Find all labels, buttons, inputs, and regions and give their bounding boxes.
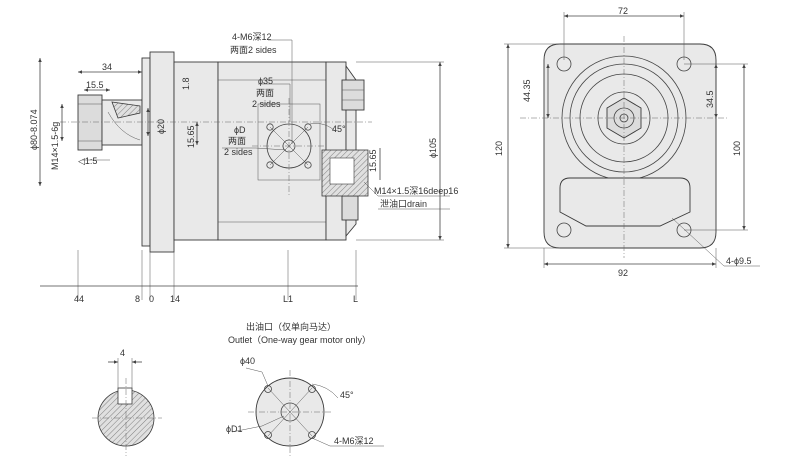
bottom-dim-14: 14 [170,294,180,304]
holes-label: 4-ϕ9.5 [726,256,752,266]
outlet-view: 出油口（仅单向马达） Outlet（One-way gear motor onl… [226,321,384,456]
outlet-bolt-hole [308,431,316,439]
key-section-view: 4 [92,348,162,456]
outlet-dia-40: ϕ40 [240,356,255,366]
dim-1-8: 1.8 [181,77,191,90]
dim-44-35: 44.35 [522,79,532,102]
mount-hole [556,222,572,238]
outlet-title-en: Outlet（One-way gear motor only） [228,335,371,345]
key-width-dim: 4 [120,348,125,358]
dim-15-65-a: 15.65 [186,125,196,148]
both-sides-en-2: 2 sides [224,147,253,157]
thread-spec: M14×1.5-6g [50,122,60,170]
dia-35: ϕ35 [258,76,273,86]
bolt-hole [266,161,274,169]
bottom-dim-8: 8 [135,294,140,304]
side-view: 4-M6深12 两面2 sides 34 15.5 1.8 ϕ80-8.074 … [29,32,458,304]
both-sides-label: 两面2 sides [230,45,277,55]
shaft-key-section [111,101,141,119]
both-sides-cn-1: 两面 [256,88,274,98]
outlet-angle-45: 45° [340,390,354,400]
outlet-title-cn: 出油口（仅单向马达） [246,321,336,332]
bolt-hole [304,123,312,131]
dia-105: ϕ105 [428,138,438,158]
bottom-dim-l: L [353,294,358,304]
dim-34: 34 [102,62,112,72]
shaft-diameter: ϕ80-8.074 [29,109,39,150]
motor-body [217,61,327,241]
dim-100: 100 [732,141,742,156]
bolt-hole [304,161,312,169]
outlet-bolt-hole [264,431,272,439]
bottom-dim-44: 44 [74,294,84,304]
bottom-dim-0: 0 [149,294,154,304]
bottom-dim-l1: L1 [283,294,293,304]
taper: ◁1:5 [78,156,97,166]
dim-34-5: 34.5 [705,90,715,108]
both-sides-cn-2: 两面 [228,136,246,146]
bolt-hole [266,123,274,131]
outlet-dia-d1: ϕD1 [226,424,243,434]
drain-label: 泄油口drain [380,198,427,209]
outlet-bolt-hole [308,385,316,393]
flange-plate [149,51,175,253]
outlet-holes-label: 4-M6深12 [334,436,374,446]
angle-45: 45° [332,124,346,134]
shaft-nut [77,94,103,151]
dim-72: 72 [618,6,628,16]
both-sides-en-1: 2 sides [252,99,281,109]
front-view: 72 44.35 34.5 120 100 92 4-ϕ9.5 [494,6,760,278]
dim-92: 92 [618,268,628,278]
drain-nut [341,79,365,111]
flange [141,57,151,247]
dim-15-65-b: 15.65 [368,149,378,172]
key-slot [117,387,133,405]
dim-120: 120 [494,141,504,156]
thread-holes-label: 4-M6深12 [232,32,272,42]
drain-thread: M14×1.5深16deep16 [374,186,458,196]
dia-20: ϕ20 [156,119,166,134]
dim-15-5: 15.5 [86,80,104,90]
dia-d: ϕD [234,125,246,135]
